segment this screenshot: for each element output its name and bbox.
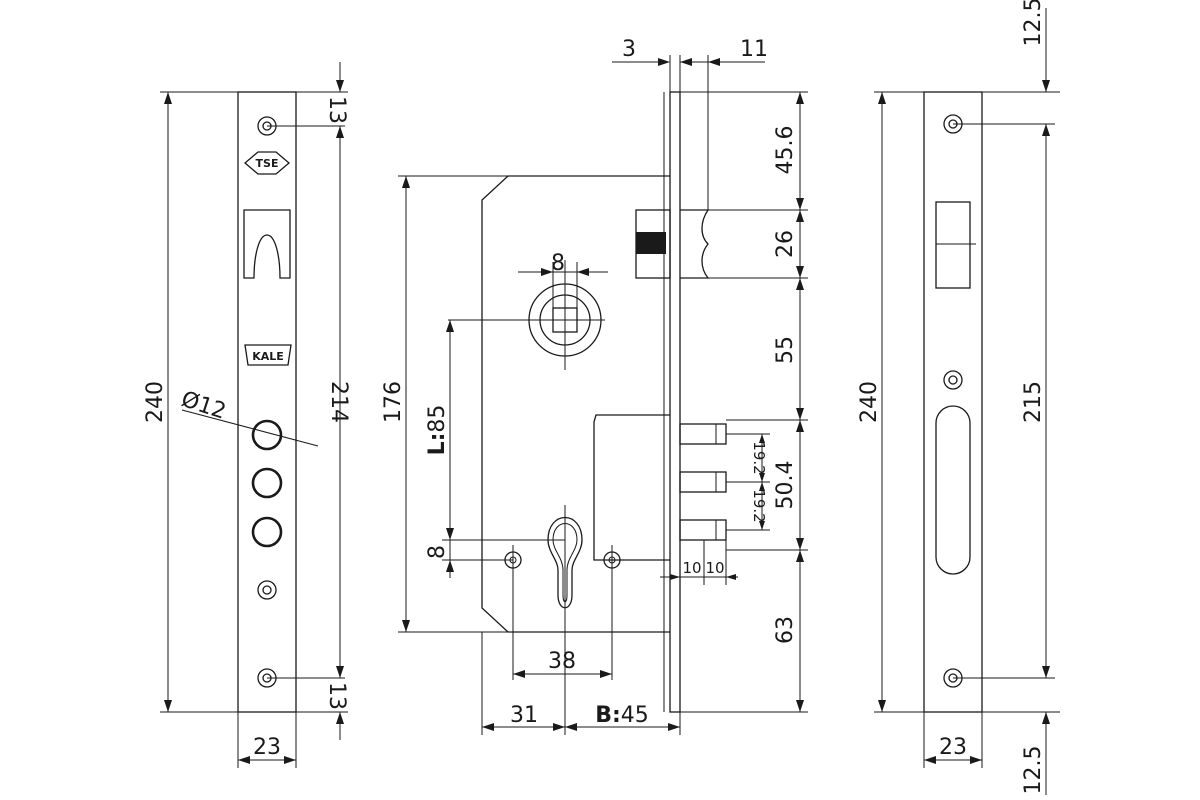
front-plate-outline: [237, 91, 297, 713]
strike-plate-bottom-offset-label: 12.5: [1021, 746, 1046, 795]
front-plate-width-label: 23: [253, 735, 281, 760]
top-to-latch-label: 45.6: [773, 126, 798, 175]
spindle-size-label: 8: [551, 251, 565, 276]
front-plate-top-offset-label: 13: [324, 96, 349, 124]
latch-projection-label: 11: [740, 37, 768, 62]
kale-logo: KALE: [244, 344, 292, 366]
tse-logo-text: TSE: [256, 157, 279, 170]
latch-height-label: 26: [773, 230, 798, 258]
strike-plate-screw-distance-label: 215: [1021, 381, 1046, 423]
lock-body-screw-left: [504, 545, 522, 680]
spindle-follower: [448, 260, 605, 370]
strike-plate-outline: [923, 91, 983, 713]
strike-plate-bottom-screw: [943, 668, 1055, 688]
front-plate-height-label: 240: [143, 381, 168, 423]
front-plate-bolt-hole-1: [251, 419, 283, 451]
bolt-pitch-1-label: 19.2: [750, 441, 768, 474]
front-plate-bottom-offset-label: 13: [324, 682, 349, 710]
strike-plate-height-label: 240: [857, 381, 882, 423]
latch-to-bolt-label: 55: [773, 336, 798, 364]
bolt-throw-1-label: 10: [682, 559, 701, 577]
front-plate-hole-diameter-label: Ø12: [178, 387, 229, 425]
lock-faceplate: [669, 91, 681, 713]
front-plate-bolt-hole-3: [251, 516, 283, 548]
front-plate-bottom-screw: [257, 668, 345, 688]
backset-value: 45: [621, 703, 649, 728]
cylinder-keyhole: [547, 516, 583, 609]
strike-plate-top-screw: [943, 114, 1055, 134]
distance-prefix: L:: [425, 433, 450, 456]
strike-plate-width-label: 23: [939, 735, 967, 760]
bolt-height-label: 50.4: [773, 461, 798, 510]
strike-bolt-slot: [935, 405, 971, 575]
kale-logo-text: KALE: [252, 350, 284, 363]
strike-plate-top-offset-label: 12.5: [1021, 0, 1046, 46]
backset-prefix: B:: [595, 703, 621, 728]
bolt-throw-2-label: 10: [705, 559, 724, 577]
deadbolt-throws: [679, 423, 727, 541]
lock-body-view: 8 3: [381, 37, 808, 735]
backset-label: B:45: [595, 703, 649, 728]
lock-body-height-label: 176: [381, 381, 406, 423]
strike-plate-view: 240 215 12.5 12.5 23: [857, 0, 1060, 795]
front-plate-top-screw: [257, 116, 345, 136]
backset-edge-label: 31: [510, 703, 538, 728]
strike-plate-mid-screw: [943, 370, 963, 390]
deadbolt-housing: [593, 414, 670, 561]
distance-value: 85: [425, 405, 450, 433]
front-plate-view: TSE KALE Ø12 240 214 13: [143, 62, 351, 768]
front-plate-mid-screw: [257, 580, 277, 600]
lock-body-screw-right: [603, 545, 621, 680]
screw-spacing-label: 38: [548, 649, 576, 674]
front-plate-latch-window: [243, 209, 291, 279]
front-plate-screw-distance-label: 214: [326, 381, 351, 423]
tse-logo: TSE: [243, 151, 291, 175]
faceplate-thickness-label: 3: [622, 37, 636, 62]
lock-case-outline: [481, 175, 670, 633]
bolt-pitch-2-label: 19.2: [750, 489, 768, 522]
bottom-offset-label: 63: [773, 616, 798, 644]
latch-bolt: [635, 209, 710, 279]
handle-cylinder-distance-label: L:85: [425, 405, 450, 456]
strike-latch-opening: [935, 201, 976, 289]
front-plate-bolt-hole-2: [251, 467, 283, 499]
cylinder-offset-label: 8: [425, 545, 450, 559]
